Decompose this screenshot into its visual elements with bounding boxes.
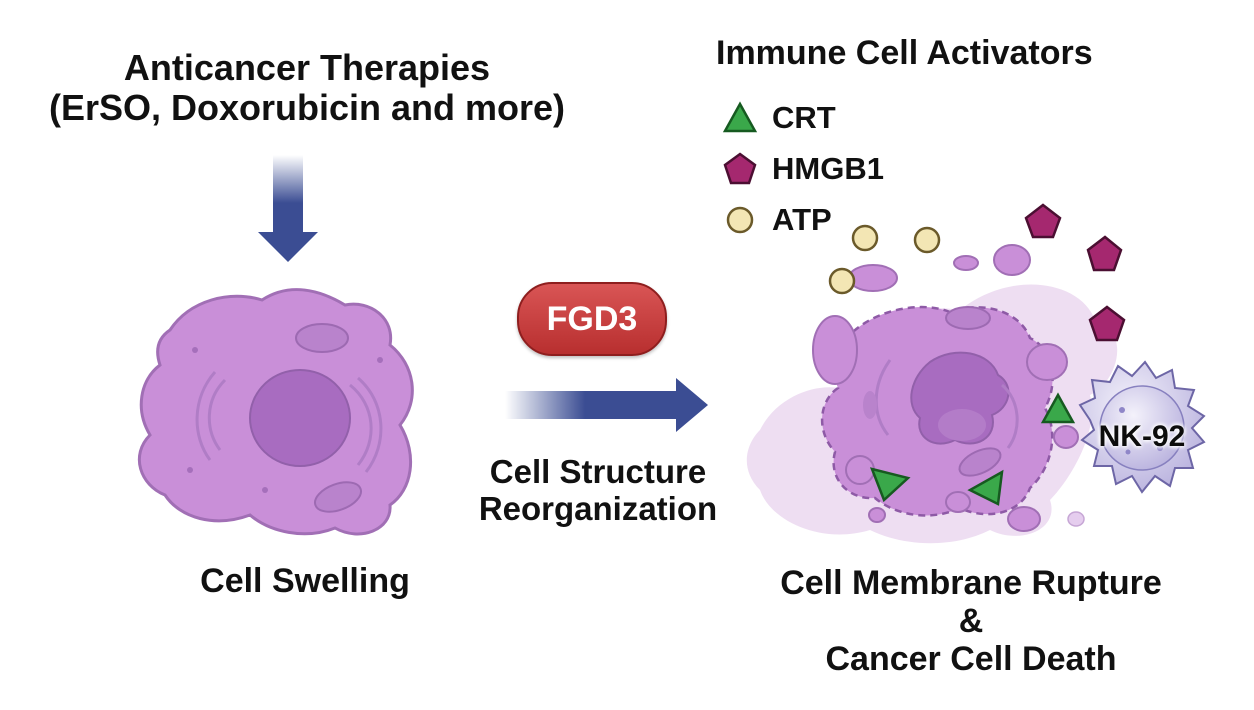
- reorganization-line2: Reorganization: [478, 489, 718, 527]
- nucleus: [249, 369, 351, 467]
- nk-92-cell: [1078, 360, 1206, 494]
- legend-label-atp: ATP: [772, 202, 832, 237]
- therapies-label: Anticancer Therapies (ErSO, Doxorubicin …: [0, 47, 614, 129]
- pentagon-icon: [723, 152, 757, 185]
- therapies-title: Anticancer Therapies: [123, 47, 491, 88]
- legend-item-atp: ATP: [722, 202, 832, 238]
- swollen-cell: [137, 288, 414, 536]
- fgd3-badge: FGD3: [517, 282, 667, 356]
- legend-label-hmgb1: HMGB1: [772, 151, 884, 186]
- right-arrow: [505, 378, 708, 432]
- atp-particles: [828, 224, 941, 295]
- triangle-icon: [722, 101, 758, 133]
- legend-label-crt: CRT: [772, 100, 836, 135]
- nk-92-label: NK-92: [1098, 420, 1186, 453]
- cell-swelling-label: Cell Swelling: [200, 562, 410, 600]
- circle-icon: [726, 206, 754, 234]
- therapies-examples: (ErSO, Doxorubicin and more): [48, 87, 566, 129]
- rupture-label: Cell Membrane Rupture & Cancer Cell Deat…: [730, 564, 1212, 678]
- hmgb1-particles: [1024, 203, 1126, 342]
- rupture-line1: Cell Membrane Rupture: [780, 564, 1162, 602]
- reorganization-line1: Cell Structure: [489, 453, 707, 490]
- legend-item-crt: CRT: [722, 100, 836, 136]
- rupture-line3: Cancer Cell Death: [825, 640, 1117, 679]
- activators-title: Immune Cell Activators: [716, 34, 1093, 72]
- ruptured-cell: [746, 244, 1118, 544]
- mitochondrion: [295, 323, 349, 353]
- down-arrow: [258, 155, 318, 262]
- rupture-line2: &: [958, 602, 984, 641]
- legend-item-hmgb1: HMGB1: [722, 151, 884, 187]
- reorganization-label: Cell Structure Reorganization: [448, 453, 748, 528]
- crt-particles: [869, 392, 1076, 506]
